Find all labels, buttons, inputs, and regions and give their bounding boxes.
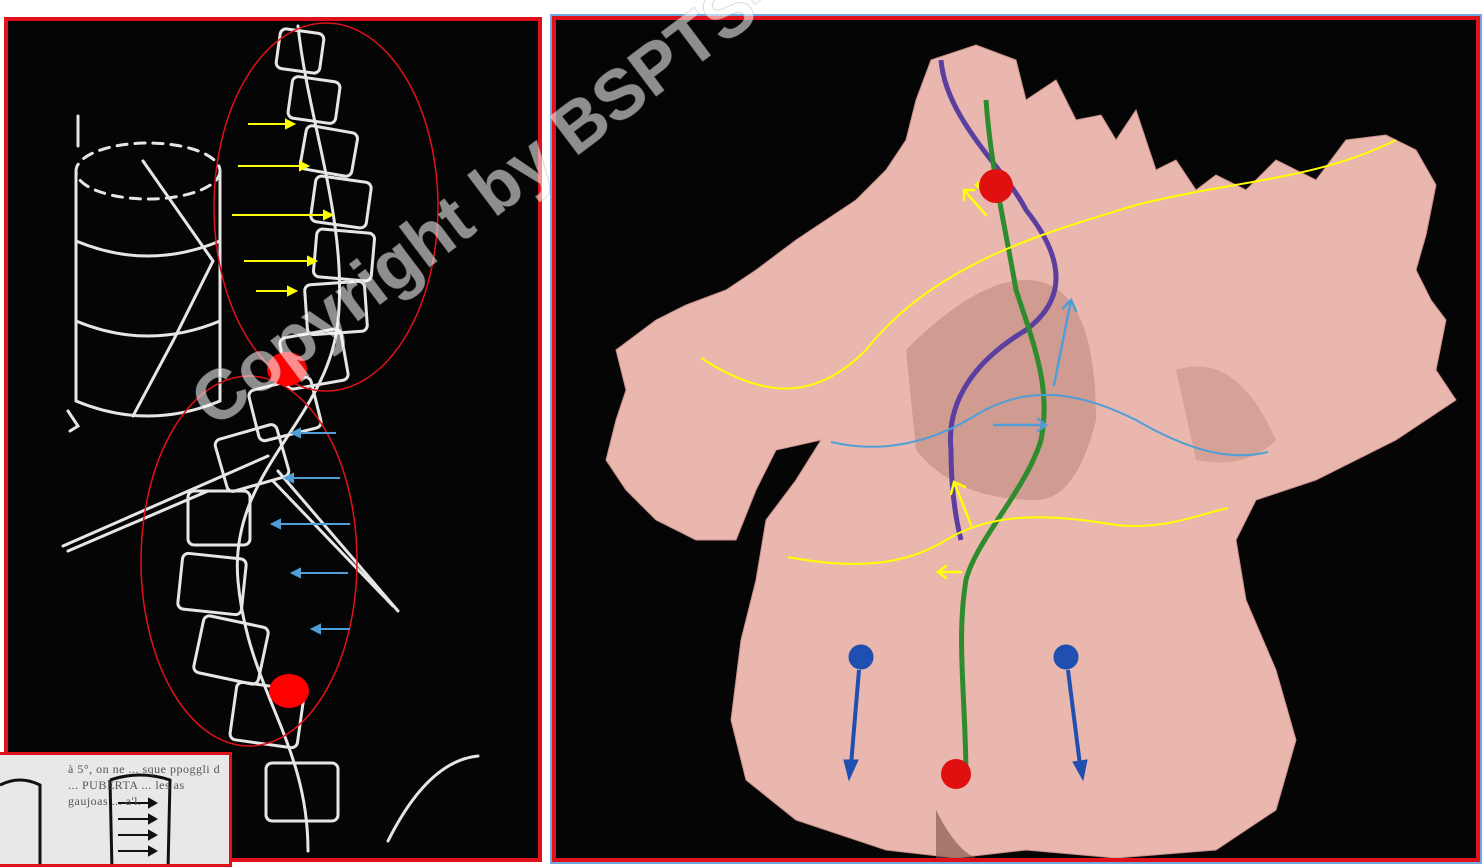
upper-curve-ellipse <box>214 23 438 391</box>
inset-scan-text: à 5°, on ne ... sque ppoggli d ... PUBER… <box>68 761 228 809</box>
apex-dot-lower <box>269 674 309 708</box>
c7-marker <box>979 169 1013 203</box>
yellow-arrows <box>232 120 332 295</box>
inset-scan: à 5°, on ne ... sque ppoggli d ... PUBER… <box>0 752 232 867</box>
spine-sketch-panel <box>4 17 542 862</box>
apex-dot-upper <box>267 352 307 386</box>
cylinder-sketch <box>68 116 220 431</box>
blue-arrows <box>272 429 350 633</box>
back-surface-scan <box>556 20 1476 858</box>
sacrum-marker <box>941 759 971 789</box>
spine-sketch <box>8 21 538 858</box>
back-surface-panel <box>552 16 1480 862</box>
